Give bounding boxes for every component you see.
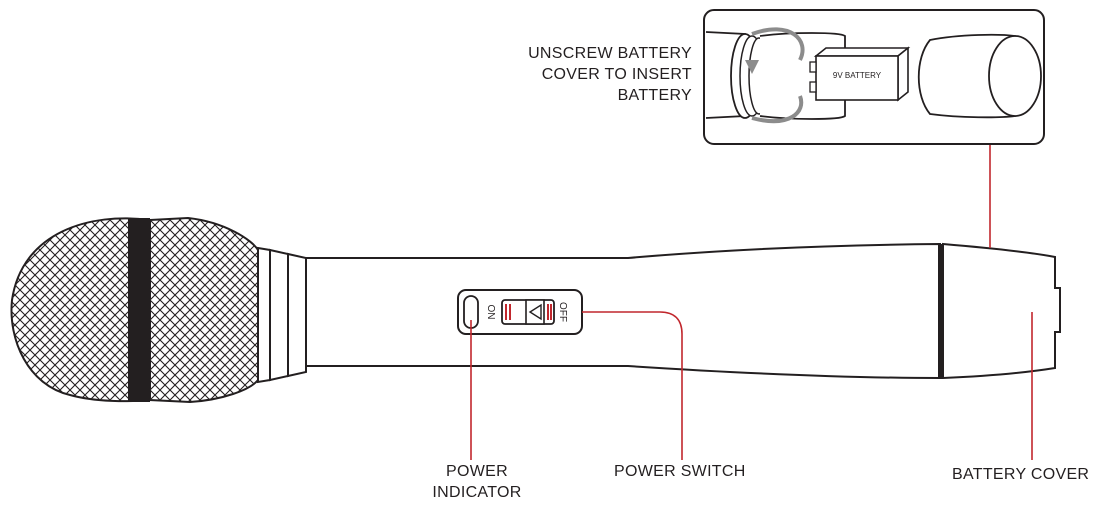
leader-power-switch [582,311,683,460]
switch-off-label: OFF [557,302,568,322]
power-switch-callout: POWER SWITCH [614,463,746,480]
leader-lines [470,145,1033,460]
switch-on-label: ON [485,305,496,320]
battery-cover-callout: BATTERY COVER [952,466,1090,483]
grille-band [128,218,150,402]
unscrew-battery-callout: UNSCREW BATTERY COVER TO INSERT BATTERY [528,43,692,106]
unscrew-line-1: UNSCREW BATTERY [528,45,692,62]
unscrew-line-2: COVER TO INSERT [541,66,692,83]
switch-arrow-icon [528,303,542,321]
power-indicator-line-1: POWER [446,463,508,480]
microphone-grille [10,216,259,404]
body-divider [938,244,943,379]
unscrew-line-3: BATTERY [617,87,692,104]
battery-label: 9V BATTERY [833,71,882,80]
microphone-body [305,242,1061,380]
battery-cover-shape [942,242,1061,380]
rotation-arrow-icon [751,27,805,124]
power-indicator-callout: POWER INDICATOR [412,461,542,503]
battery-cap [917,33,1016,119]
power-indicator-line-2: INDICATOR [432,484,522,501]
grille-neck [257,246,307,384]
battery-inset: 9V BATTERY [703,9,1045,145]
9v-battery: 9V BATTERY [809,46,911,102]
switch-panel: ON OFF [457,289,583,335]
